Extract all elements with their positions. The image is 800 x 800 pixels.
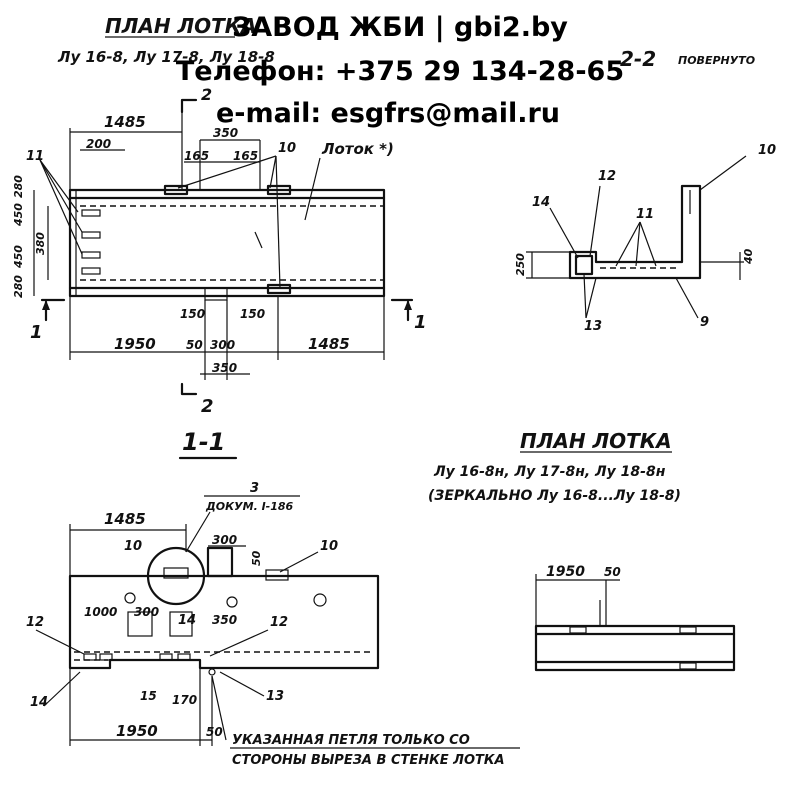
plan-mirror-dim-50: 50	[604, 565, 621, 579]
section-1-1-dim-1950: 1950	[116, 722, 158, 740]
section-2-2-profile	[568, 184, 702, 280]
section-2-top-label: 2	[201, 85, 212, 104]
dim-top-165b: 165	[233, 149, 258, 163]
plan-top-loop-a	[163, 184, 189, 196]
section-1-1-dim-15: 15	[140, 689, 157, 703]
plan-mirror-title: ПЛАН ЛОТКА	[520, 429, 672, 453]
section-2-2-callout-13: 13	[584, 319, 602, 334]
dim-v-280a: 280	[12, 175, 25, 198]
plan-top-loop-c	[266, 283, 292, 295]
plan-top-loop-b	[266, 184, 292, 196]
plan-top: ПЛАН ЛОТКА Лу 16-8, Лу 17-8, Лу 18-8 148…	[12, 14, 427, 417]
dim-v-280b: 280	[12, 275, 25, 298]
section-2-2-callout-11: 11	[636, 207, 654, 222]
dim-bottom-350: 350	[212, 361, 237, 375]
section-1-1-hole-c	[313, 593, 327, 607]
watermark-line-1: ЗАВОД ЖБИ | gbi2.by	[232, 12, 568, 43]
section-1-1-hole-a	[124, 592, 136, 604]
section-2-2-dim-250: 250	[514, 253, 527, 276]
plan-mirror-note: (ЗЕРКАЛЬНО Лу 16-8...Лу 18-8)	[428, 488, 681, 504]
plan-top-title: ПЛАН ЛОТКА	[105, 14, 257, 38]
callout-lotok: Лоток *)	[321, 140, 394, 158]
section-2-2-callout-10: 10	[758, 143, 776, 158]
plan-mirror-dim-1950: 1950	[546, 564, 585, 580]
plan-top-rods	[75, 190, 101, 296]
section-2-2-dim-40: 40	[742, 248, 755, 265]
section-2-2-note: ПОВЕРНУТО	[678, 54, 755, 67]
section-1-1-rebar-row	[83, 653, 216, 676]
plan-mirror-subtitle: Лу 16-8н, Лу 17-8н, Лу 18-8н	[433, 464, 666, 480]
section-1-1-ref-doc: ДОКУМ. I-186	[205, 500, 294, 513]
section-1-1-callout-14a: 14	[178, 613, 196, 628]
section-1-1-dim-170: 170	[172, 693, 197, 707]
section-1-1-note-line2: СТОРОНЫ ВЫРЕЗА В СТЕНКЕ ЛОТКА	[232, 753, 505, 768]
plan-top-body	[68, 188, 386, 298]
section-1-1-callout-13: 13	[266, 689, 284, 704]
dim-v-380: 380	[34, 232, 47, 255]
dim-v-450a: 450	[12, 203, 25, 227]
dim-top-165a: 165	[184, 149, 209, 163]
section-1-1-cut-a	[127, 611, 153, 637]
section-1-1-cut-b	[169, 611, 193, 637]
section-1-1-callout-14b: 14	[30, 695, 48, 710]
callout-10: 10	[278, 141, 296, 156]
section-2-2-callout-12: 12	[598, 169, 616, 184]
section-2-2-callout-14: 14	[532, 195, 550, 210]
plan-top-subtitle: Лу 16-8, Лу 17-8, Лу 18-8	[57, 48, 275, 66]
section-1-1-notch	[206, 546, 234, 578]
section-2-2-rebar-box	[574, 254, 594, 276]
dim-bottom-1950: 1950	[114, 335, 156, 353]
dim-bottom-150b: 150	[240, 307, 265, 321]
dim-bottom-150a: 150	[180, 307, 205, 321]
section-1-1-hole-b	[226, 596, 238, 608]
section-1-1-title: 1-1	[182, 428, 225, 456]
dim-top-350: 350	[213, 126, 238, 140]
plan-mirror-body	[534, 624, 736, 672]
section-2-2: 2-2 ПОВЕРНУТО 10 14 12 11 13 9 250 40	[514, 47, 776, 334]
section-2-bottom-mark	[180, 382, 198, 396]
section-1-1-dim-300b: 300	[134, 605, 159, 619]
section-2-2-callout-9: 9	[700, 315, 709, 330]
section-1-1-callout-12b: 12	[270, 615, 288, 630]
section-1-1-dim-350: 350	[212, 613, 237, 627]
section-1-1-dim-50b: 50	[206, 725, 223, 739]
dim-bottom-1485: 1485	[308, 335, 350, 353]
dim-v-450b: 450	[12, 245, 25, 269]
section-1-right-label: 1	[414, 312, 427, 333]
plan-top-notch	[204, 287, 228, 301]
plan-mirror: ПЛАН ЛОТКА Лу 16-8н, Лу 17-8н, Лу 18-8н …	[428, 429, 736, 672]
watermark-line-3: e-mail: esgfrs@mail.ru	[215, 98, 561, 129]
dim-bottom-300: 300	[210, 338, 235, 352]
section-1-1-ref-num: 3	[250, 481, 259, 496]
dim-top-200: 200	[86, 137, 111, 151]
section-2-bottom-label: 2	[201, 396, 214, 417]
section-1-left-label: 1	[30, 322, 43, 343]
section-1-1-dim-50: 50	[250, 550, 263, 566]
section-1-1-dim-300: 300	[212, 533, 237, 547]
section-1-1-callout-12a: 12	[26, 615, 44, 630]
section-1-1-body	[68, 574, 380, 670]
section-2-2-title: 2-2	[620, 47, 656, 71]
section-1-1-note-line1: УКАЗАННАЯ ПЕТЛЯ ТОЛЬКО СО	[232, 733, 470, 748]
section-2-top-mark	[180, 98, 198, 114]
section-1-1-callout-10b: 10	[124, 539, 142, 554]
dim-top-1485: 1485	[104, 113, 146, 131]
section-1-1-dim-1485: 1485	[104, 510, 146, 528]
section-1-1-callout-10a: 10	[320, 539, 338, 554]
section-1-1: 1-1 3 ДОКУМ. I-186 1485	[26, 428, 520, 768]
dim-bottom-50: 50	[186, 338, 203, 352]
section-1-1-dim-1000: 1000	[84, 605, 117, 619]
watermark-line-2: Телефон: +375 29 134-28-65	[175, 56, 625, 87]
section-1-1-loop-circle	[146, 546, 206, 606]
